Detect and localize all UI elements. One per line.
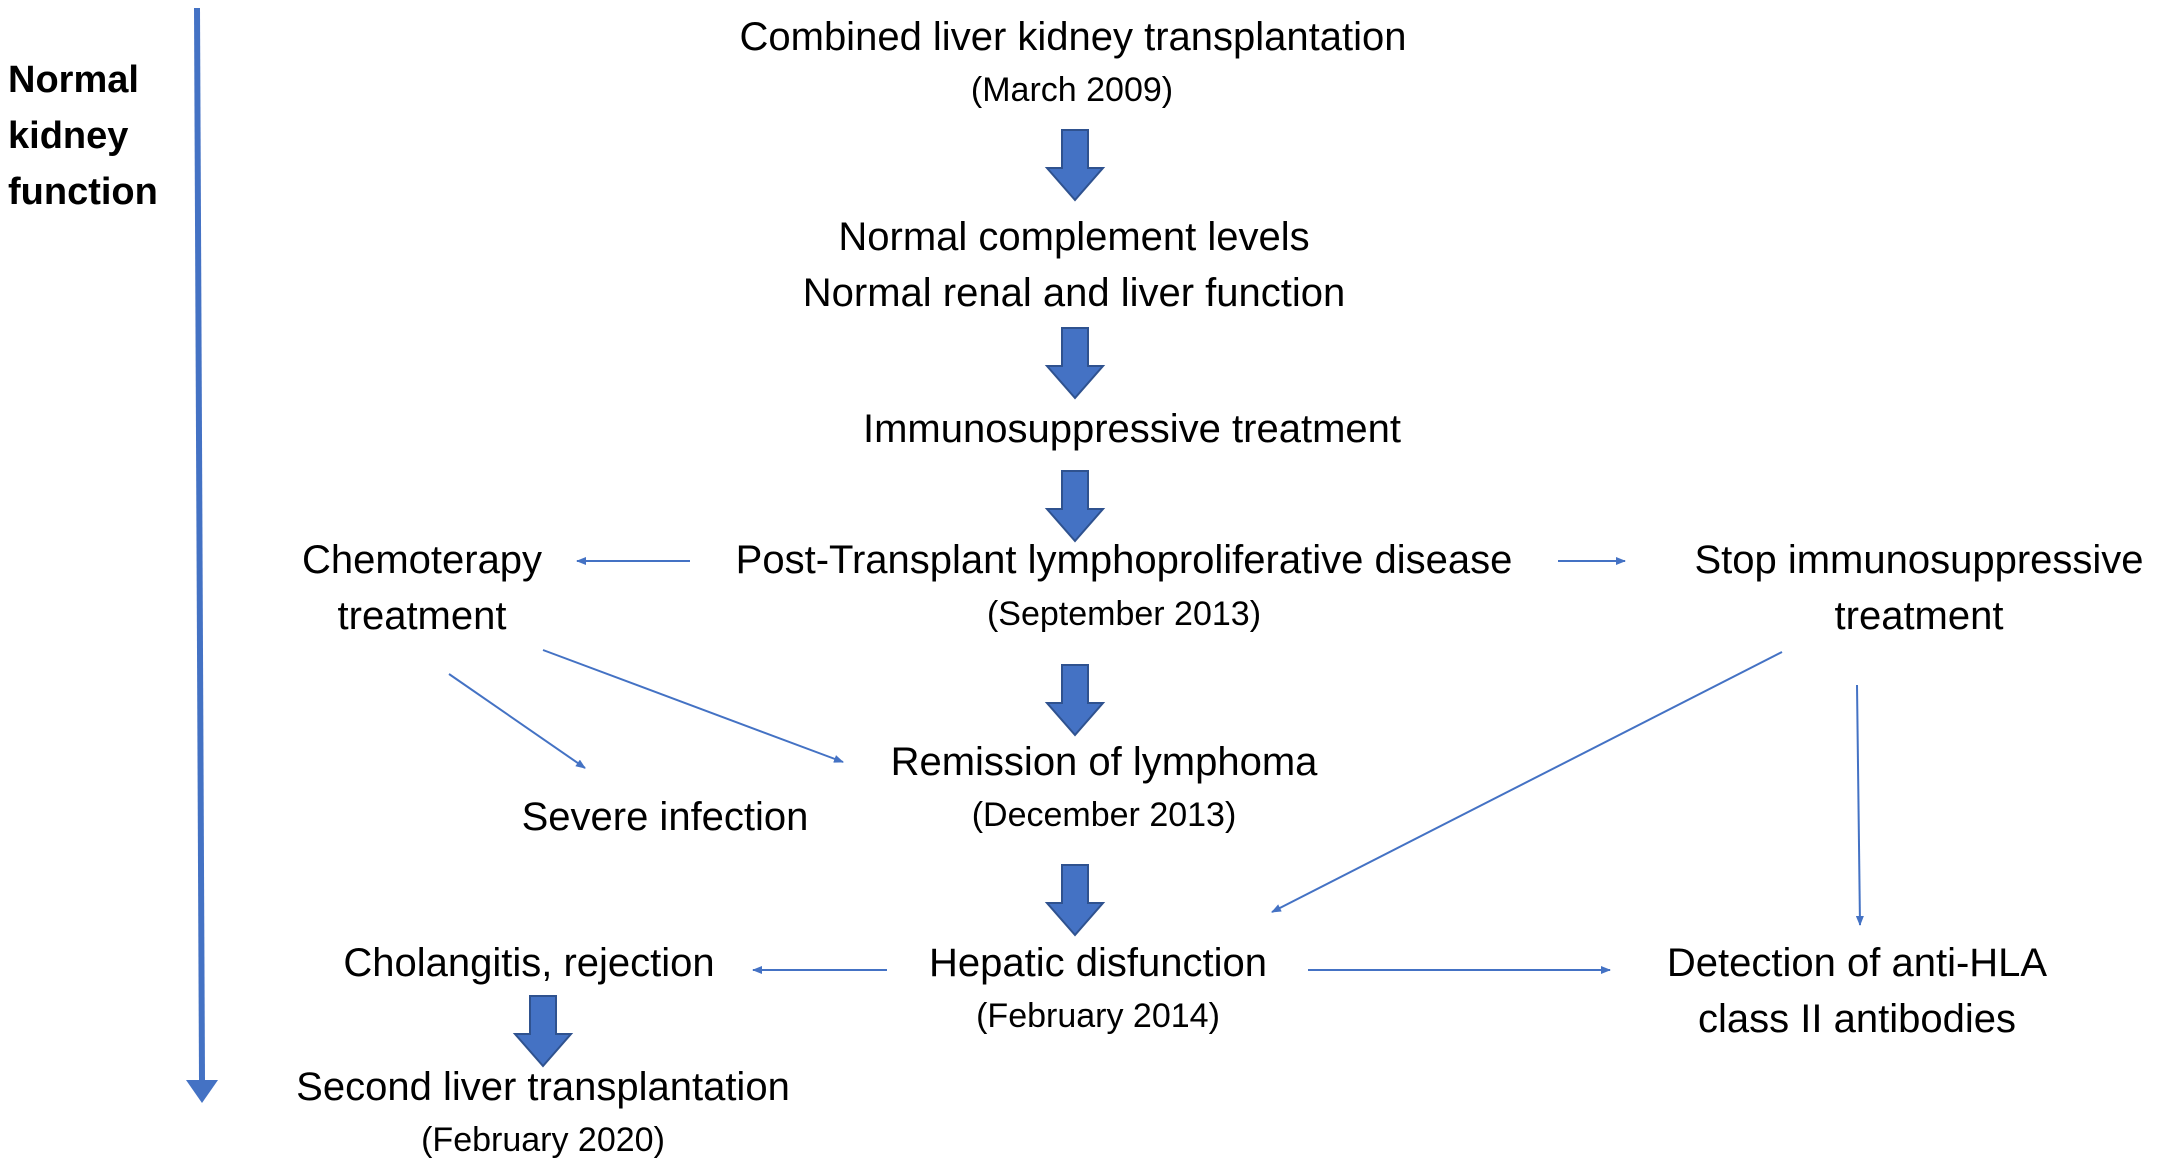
node-ptld-title: Post-Transplant lymphoproliferative dise… [735, 538, 1513, 582]
node-antihla-line2: class II antibodies [1698, 997, 2016, 1041]
arrow-chemo-to-remission [542, 649, 844, 763]
node-remission-date: (December 2013) [971, 796, 1237, 834]
block-arrow-combined-to-normal [1044, 129, 1106, 202]
node-hepatic-date: (February 2014) [976, 997, 1220, 1035]
node-cholangitis-title: Cholangitis, rejection [343, 941, 715, 985]
node-stop-line1: Stop immunosuppressive [1694, 538, 2144, 582]
node-second-date: (February 2020) [421, 1121, 665, 1159]
arrow-chemo-to-infection [448, 673, 586, 769]
node-combined-title: Combined liver kidney transplantation [739, 15, 1407, 59]
node-immuno-title: Immunosuppressive treatment [862, 407, 1402, 451]
side-label-normal-kidney-function: Normal kidney function [8, 52, 188, 220]
node-combined-date: (March 2009) [970, 71, 1174, 109]
node-remission-title: Remission of lymphoma [890, 740, 1318, 784]
block-arrow-ptld-to-remission [1044, 664, 1106, 737]
node-chemo-line1: Chemoterapy [301, 538, 543, 582]
node-stop-line2: treatment [1834, 594, 2004, 638]
arrow-stop-to-antihla [1855, 684, 1864, 926]
timeline-arrow [186, 7, 218, 1103]
arrow-stop-to-hepatic [1271, 651, 1783, 913]
node-normal-line1: Normal complement levels [838, 215, 1310, 259]
node-second-title: Second liver transplantation [296, 1065, 790, 1109]
node-normal-line2: Normal renal and liver function [802, 271, 1346, 315]
side-label-line: kidney [8, 115, 129, 157]
block-arrow-remission-to-hepatic [1044, 864, 1106, 937]
side-label-line: Normal [8, 59, 139, 101]
block-arrow-immuno-to-ptld [1044, 470, 1106, 543]
node-ptld-date: (September 2013) [986, 595, 1262, 633]
block-arrow-normal-to-immuno [1044, 327, 1106, 400]
side-label-line: function [8, 171, 158, 213]
block-arrow-cholangitis-to-second [512, 995, 574, 1068]
node-infection-title: Severe infection [521, 795, 809, 839]
node-hepatic-title: Hepatic disfunction [929, 941, 1267, 985]
node-chemo-line2: treatment [337, 594, 507, 638]
node-antihla-line1: Detection of anti-HLA [1666, 941, 2048, 985]
